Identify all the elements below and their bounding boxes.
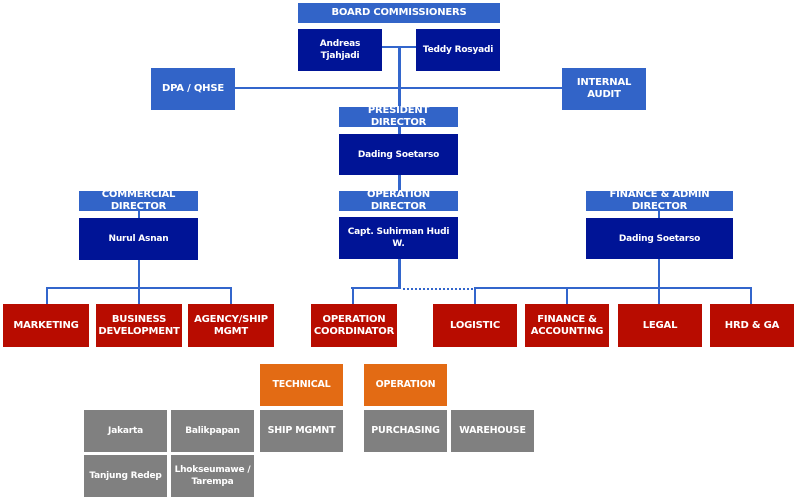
connector-finance-down bbox=[658, 210, 660, 220]
board-member-andreas: Andreas Tjahjadi bbox=[298, 29, 382, 71]
connector-agency-drop bbox=[230, 287, 232, 305]
board-commissioners-title: BOARD COMMISSIONERS bbox=[298, 3, 500, 23]
finance-director-name: Dading Soetarso bbox=[586, 218, 733, 259]
connector-bizdev-drop bbox=[138, 287, 140, 305]
dept-legal: LEGAL bbox=[618, 304, 702, 347]
connector-finance-branch bbox=[474, 287, 752, 289]
connector-logistic-drop bbox=[474, 287, 476, 305]
dept-hrd-ga: HRD & GA bbox=[710, 304, 794, 347]
board-member-teddy: Teddy Rosyadi bbox=[416, 29, 500, 71]
connector-board-members bbox=[354, 46, 418, 48]
commercial-director-name: Nurul Asnan bbox=[79, 218, 198, 260]
unit-purchasing: PURCHASING bbox=[364, 410, 447, 452]
connector-commercial-trunk bbox=[138, 259, 140, 289]
internal-audit-box: INTERNAL AUDIT bbox=[562, 68, 646, 110]
connector-board-trunk bbox=[398, 46, 401, 110]
branch-tanjung-redep: Tanjung Redep bbox=[84, 455, 167, 497]
connector-dotted-logistic bbox=[403, 288, 473, 290]
section-operation: OPERATION bbox=[364, 364, 447, 406]
branch-jakarta: Jakarta bbox=[84, 410, 167, 452]
connector-staff-units bbox=[232, 87, 564, 89]
connector-operation-branch bbox=[351, 287, 401, 289]
connector-finance-trunk bbox=[658, 258, 660, 289]
commercial-director-title: COMMERCIAL DIRECTOR bbox=[79, 189, 198, 212]
dept-logistic: LOGISTIC bbox=[433, 304, 517, 347]
connector-finacc-drop bbox=[566, 287, 568, 305]
dept-marketing: MARKETING bbox=[3, 304, 89, 347]
finance-director-title: FINANCE & ADMIN DIRECTOR bbox=[586, 189, 733, 212]
connector-hrd-drop bbox=[750, 287, 752, 305]
unit-ship-mgmnt: SHIP MGMNT bbox=[260, 410, 343, 452]
section-technical: TECHNICAL bbox=[260, 364, 343, 406]
connector-operation-coordinator-drop bbox=[352, 287, 354, 305]
operation-director-title: OPERATION DIRECTOR bbox=[339, 189, 458, 212]
dpa-qhse-box: DPA / QHSE bbox=[151, 68, 235, 110]
president-director-name: Dading Soetarso bbox=[339, 134, 458, 175]
unit-warehouse: WAREHOUSE bbox=[451, 410, 534, 452]
dept-operation-coordinator: OPERATION COORDINATOR bbox=[311, 304, 397, 347]
president-director-title: PRESIDENT DIRECTOR bbox=[339, 105, 458, 128]
branch-lhokseumawe-tarempa: Lhokseumawe / Tarempa bbox=[171, 455, 254, 497]
connector-marketing-drop bbox=[46, 287, 48, 305]
dept-finance-accounting: FINANCE & ACCOUNTING bbox=[525, 304, 609, 347]
branch-balikpapan: Balikpapan bbox=[171, 410, 254, 452]
connector-commercial-down bbox=[138, 210, 140, 220]
connector-legal-drop bbox=[658, 287, 660, 305]
dept-agency-ship-mgmt: AGENCY/SHIP MGMT bbox=[188, 304, 274, 347]
dept-business-development: BUSINESS DEVELOPMENT bbox=[96, 304, 182, 347]
operation-director-name: Capt. Suhirman Hudi W. bbox=[339, 217, 458, 259]
connector-operation-down bbox=[398, 257, 401, 289]
